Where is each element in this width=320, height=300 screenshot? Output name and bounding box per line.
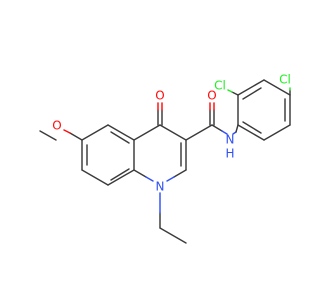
bond [173, 169, 187, 178]
bond-aromatic-inner [110, 168, 130, 181]
bond [237, 79, 265, 96]
bond [227, 89, 233, 93]
bond [235, 124, 239, 133]
bond-aromatic-inner [242, 121, 262, 134]
bond [63, 129, 71, 134]
atom-h-amide: H [225, 147, 234, 161]
bond [237, 124, 265, 141]
bond [159, 227, 187, 244]
bond [221, 130, 228, 135]
bond [69, 132, 83, 141]
bond-aromatic-inner [110, 131, 130, 144]
atom-cl-ortho: Cl [214, 79, 226, 93]
carbon-bonds [39, 79, 291, 244]
bond [81, 124, 109, 141]
bond [107, 124, 135, 141]
heteroatom-bonds [63, 87, 291, 214]
atom-nh-amide: N [226, 133, 235, 147]
bond [211, 124, 223, 132]
bond [231, 91, 239, 96]
bond [133, 169, 147, 178]
bond [166, 176, 175, 182]
bond [159, 124, 187, 141]
bond [39, 130, 57, 141]
atom-n-ring: N [156, 180, 165, 194]
structure-canvas: O O O N N H Cl Cl [39, 72, 291, 244]
bond [107, 169, 135, 186]
bond [133, 124, 161, 141]
atom-o-methoxy: O [52, 119, 61, 133]
atom-o-amide: O [207, 89, 216, 103]
bond [263, 124, 291, 141]
molecule-svg: O O O N N H Cl Cl [39, 73, 291, 244]
atom-labels: O O O N N H Cl Cl [52, 73, 291, 194]
bond [185, 124, 213, 141]
bond [81, 169, 109, 186]
atom-cl-para: Cl [279, 73, 291, 87]
bond [263, 79, 291, 96]
bond [145, 176, 154, 182]
atom-o-ketone: O [155, 89, 164, 103]
bond-aromatic-inner [242, 87, 262, 100]
